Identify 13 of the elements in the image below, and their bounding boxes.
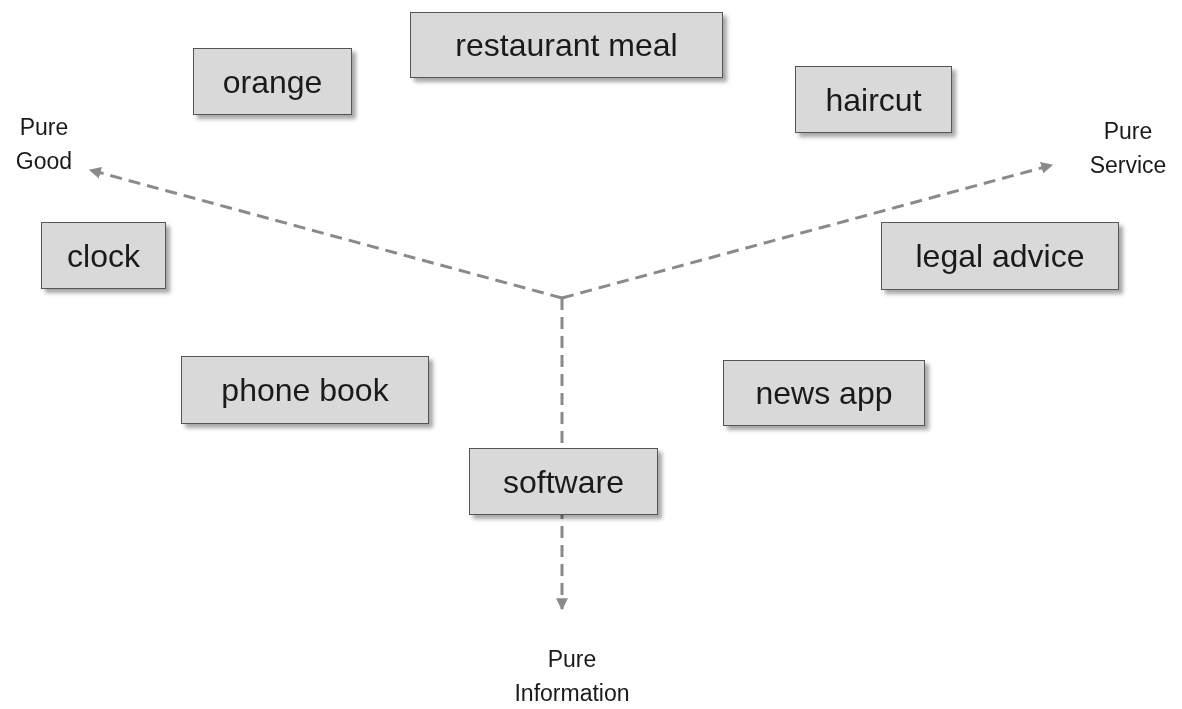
- axis-label: Pure Information: [490, 640, 654, 709]
- axis-label: Pure Service: [1078, 112, 1178, 184]
- item-box: haircut: [795, 66, 952, 133]
- item-box: software: [469, 448, 658, 515]
- item-box: clock: [41, 222, 166, 289]
- item-box: restaurant meal: [410, 12, 723, 78]
- item-box: news app: [723, 360, 925, 426]
- dashed-arrow: [561, 162, 1054, 300]
- item-box: phone book: [181, 356, 429, 424]
- axis-label: Pure Good: [4, 108, 84, 180]
- item-box: orange: [193, 48, 352, 115]
- dashed-arrow: [88, 167, 563, 300]
- item-box: legal advice: [881, 222, 1119, 290]
